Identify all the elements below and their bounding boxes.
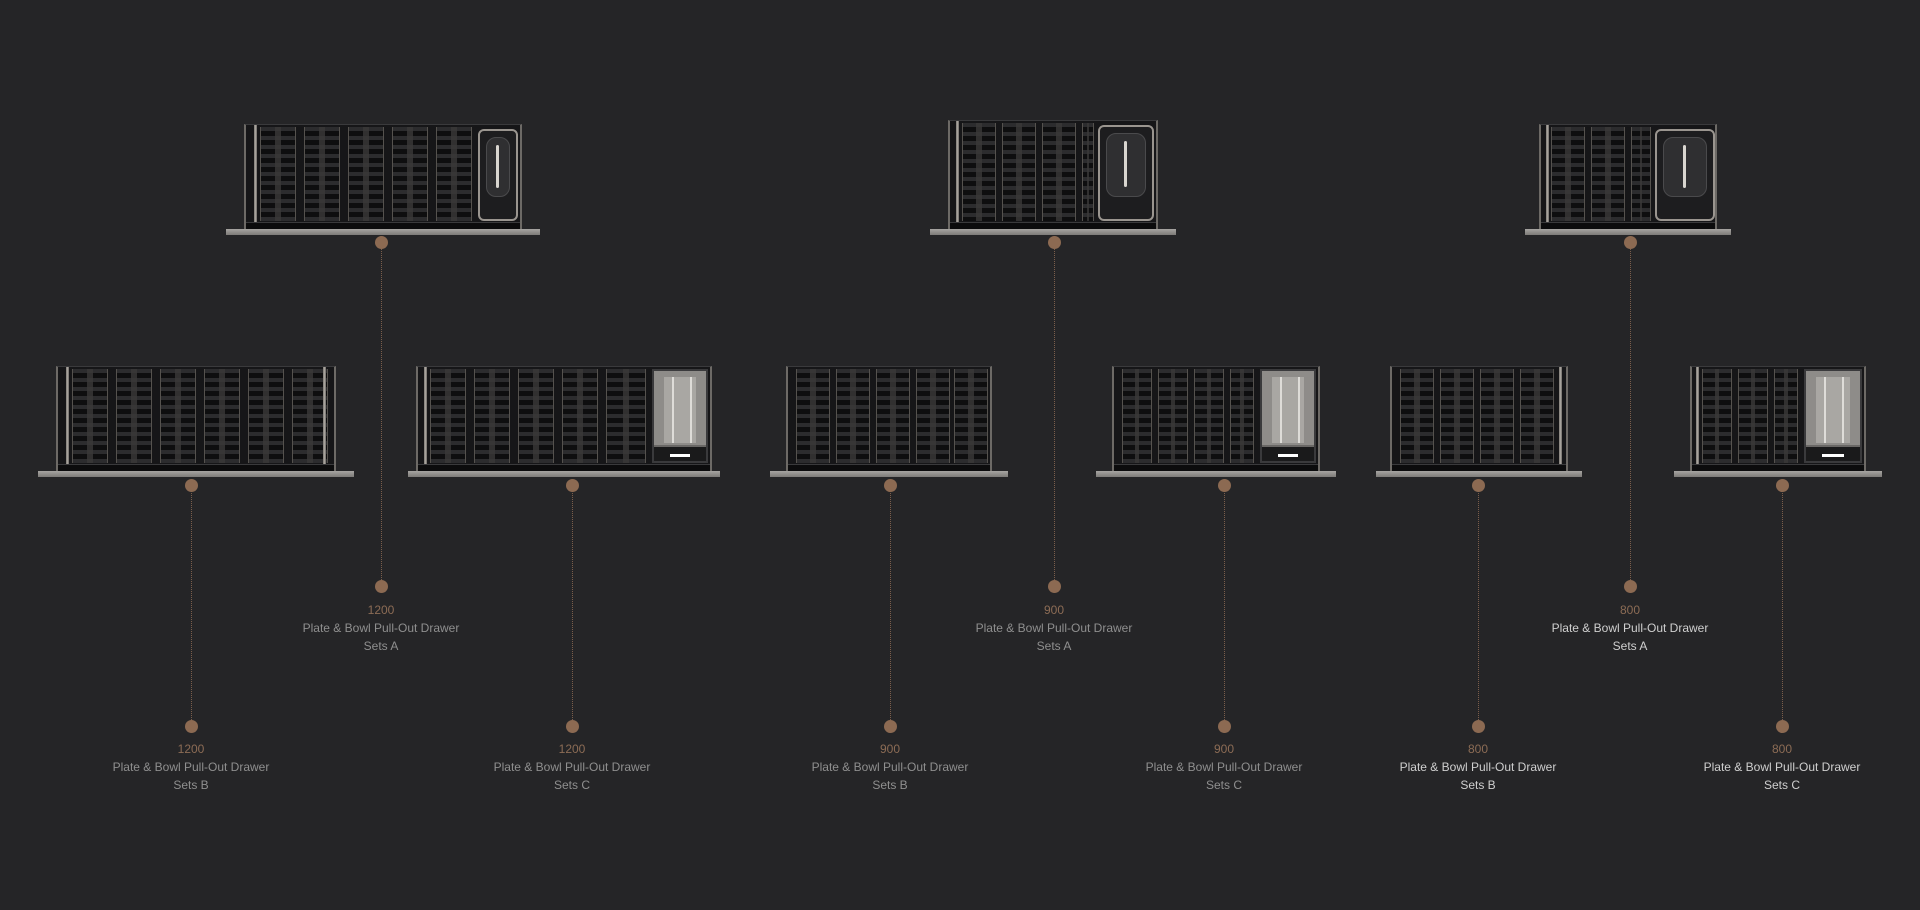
set-label: Sets B bbox=[872, 778, 908, 792]
product-name: Plate & Bowl Pull-Out Drawer bbox=[302, 621, 460, 635]
drawer-image-800-sets-c[interactable] bbox=[1674, 366, 1882, 477]
product-name: Plate & Bowl Pull-Out Drawer bbox=[1145, 760, 1303, 774]
set-label: Sets A bbox=[363, 639, 399, 653]
connector-dot bbox=[1217, 478, 1231, 492]
drawer-image-1200-sets-b[interactable] bbox=[38, 366, 354, 477]
product-label-800-sets-a[interactable]: 800 Plate & Bowl Pull-Out Drawer Sets A bbox=[1510, 601, 1750, 655]
connector-dot bbox=[184, 478, 198, 492]
size-label: 800 bbox=[1467, 742, 1489, 756]
drawer-image-900-sets-a[interactable] bbox=[930, 120, 1176, 235]
product-name: Plate & Bowl Pull-Out Drawer bbox=[1551, 621, 1709, 635]
size-label: 900 bbox=[879, 742, 901, 756]
connector-dot bbox=[1623, 235, 1637, 249]
connector-dot bbox=[374, 235, 388, 249]
connector-dot bbox=[883, 719, 897, 733]
connector-dot bbox=[374, 579, 388, 593]
product-label-900-sets-b[interactable]: 900 Plate & Bowl Pull-Out Drawer Sets B bbox=[770, 740, 1010, 794]
set-label: Sets B bbox=[173, 778, 209, 792]
product-name: Plate & Bowl Pull-Out Drawer bbox=[811, 760, 969, 774]
drawer-image-1200-sets-c[interactable] bbox=[408, 366, 720, 477]
product-name: Plate & Bowl Pull-Out Drawer bbox=[1399, 760, 1557, 774]
drawer-image-900-sets-b[interactable] bbox=[770, 366, 1008, 477]
size-label: 900 bbox=[1213, 742, 1235, 756]
product-name: Plate & Bowl Pull-Out Drawer bbox=[975, 621, 1133, 635]
set-label: Sets C bbox=[1205, 778, 1242, 792]
size-label: 1200 bbox=[367, 603, 395, 617]
connector-dot bbox=[1775, 478, 1789, 492]
drawer-image-900-sets-c[interactable] bbox=[1096, 366, 1336, 477]
connector-dot bbox=[1471, 719, 1485, 733]
product-name: Plate & Bowl Pull-Out Drawer bbox=[112, 760, 270, 774]
size-label: 1200 bbox=[558, 742, 586, 756]
product-name: Plate & Bowl Pull-Out Drawer bbox=[1703, 760, 1861, 774]
product-label-1200-sets-b[interactable]: 1200 Plate & Bowl Pull-Out Drawer Sets B bbox=[71, 740, 311, 794]
product-label-800-sets-c[interactable]: 800 Plate & Bowl Pull-Out Drawer Sets C bbox=[1662, 740, 1902, 794]
set-label: Sets C bbox=[1763, 778, 1800, 792]
product-label-800-sets-b[interactable]: 800 Plate & Bowl Pull-Out Drawer Sets B bbox=[1358, 740, 1598, 794]
drawer-image-800-sets-a[interactable] bbox=[1525, 124, 1731, 235]
connector-dot bbox=[565, 719, 579, 733]
set-label: Sets C bbox=[553, 778, 590, 792]
connector-dot bbox=[1047, 235, 1061, 249]
connector-dot bbox=[1623, 579, 1637, 593]
product-label-900-sets-a[interactable]: 900 Plate & Bowl Pull-Out Drawer Sets A bbox=[934, 601, 1174, 655]
product-label-900-sets-c[interactable]: 900 Plate & Bowl Pull-Out Drawer Sets C bbox=[1104, 740, 1344, 794]
size-label: 1200 bbox=[177, 742, 205, 756]
connector-dot bbox=[184, 719, 198, 733]
size-label: 900 bbox=[1043, 603, 1065, 617]
drawer-image-1200-sets-a[interactable] bbox=[226, 124, 540, 235]
set-label: Sets A bbox=[1612, 639, 1648, 653]
product-label-1200-sets-c[interactable]: 1200 Plate & Bowl Pull-Out Drawer Sets C bbox=[452, 740, 692, 794]
drawer-image-800-sets-b[interactable] bbox=[1376, 366, 1582, 477]
set-label: Sets A bbox=[1036, 639, 1072, 653]
product-label-1200-sets-a[interactable]: 1200 Plate & Bowl Pull-Out Drawer Sets A bbox=[261, 601, 501, 655]
connector-dot bbox=[1775, 719, 1789, 733]
connector-dot bbox=[565, 478, 579, 492]
connector-dot bbox=[1471, 478, 1485, 492]
set-label: Sets B bbox=[1460, 778, 1496, 792]
size-label: 800 bbox=[1771, 742, 1793, 756]
size-label: 800 bbox=[1619, 603, 1641, 617]
product-name: Plate & Bowl Pull-Out Drawer bbox=[493, 760, 651, 774]
connector-dot bbox=[1047, 579, 1061, 593]
connector-dot bbox=[1217, 719, 1231, 733]
connector-dot bbox=[883, 478, 897, 492]
